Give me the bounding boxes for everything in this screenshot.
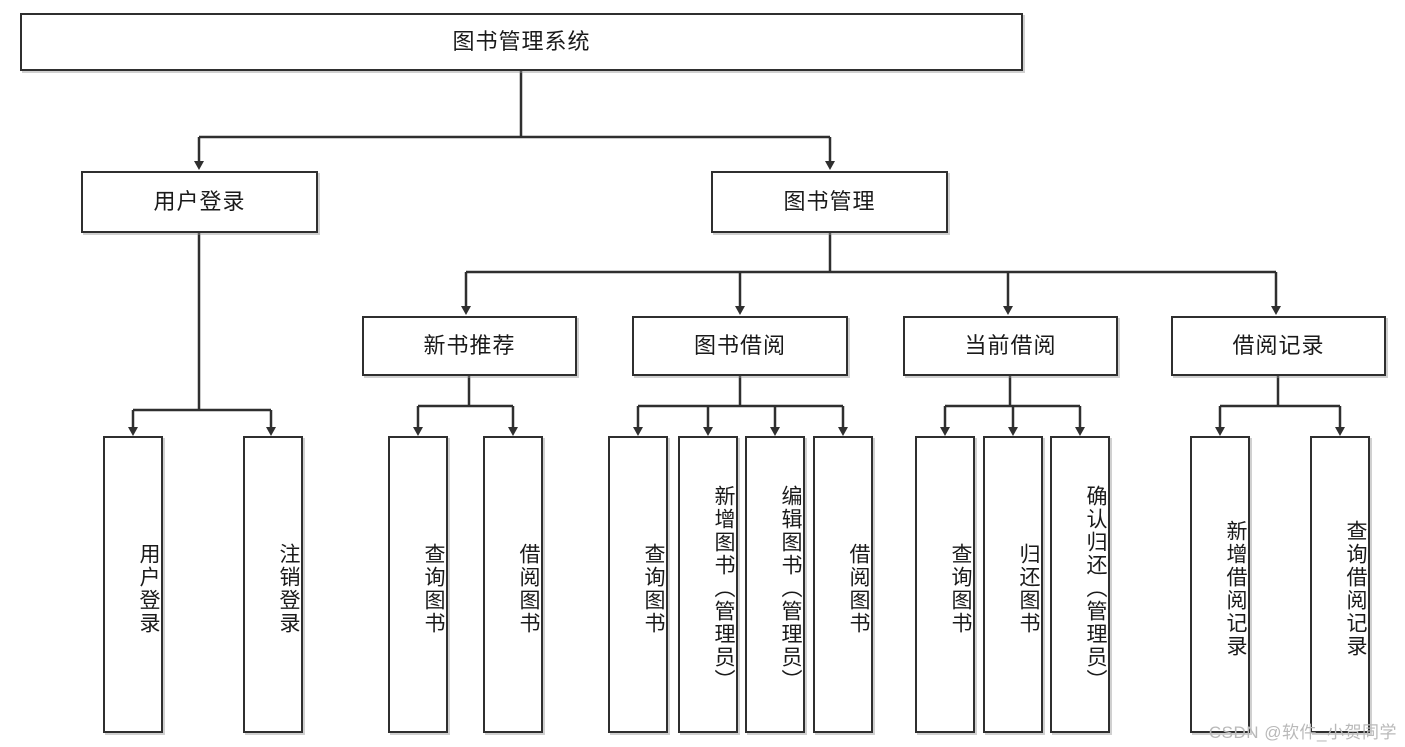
node-borrow-record[interactable]: 借阅记录 (1171, 316, 1386, 376)
node-new-book-recommend[interactable]: 新书推荐 (362, 316, 577, 376)
node-label: 图书管理 (783, 188, 876, 214)
node-label: 借阅图书 (847, 542, 870, 635)
node-label: 查询借阅记录 (1344, 519, 1367, 658)
node-label: 新书推荐 (423, 332, 516, 358)
node-label: 查询图书 (422, 542, 445, 635)
node-root-system[interactable]: 图书管理系统 (20, 13, 1023, 71)
node-current-borrow[interactable]: 当前借阅 (903, 316, 1118, 376)
node-label: 确认归还（管理员） (1084, 485, 1107, 692)
node-label: 新增图书（管理员） (712, 485, 735, 692)
leaf-query-book-3[interactable]: 查询图书 (915, 436, 975, 733)
leaf-return-book[interactable]: 归还图书 (983, 436, 1043, 733)
node-label: 查询图书 (642, 542, 665, 635)
node-label: 借阅记录 (1232, 332, 1325, 358)
leaf-query-borrow-record[interactable]: 查询借阅记录 (1310, 436, 1370, 733)
node-label: 新增借阅记录 (1224, 519, 1247, 658)
leaf-query-book-2[interactable]: 查询图书 (608, 436, 668, 733)
node-label: 用户登录 (153, 188, 246, 214)
node-label: 编辑图书（管理员） (779, 485, 802, 692)
leaf-confirm-return-admin[interactable]: 确认归还（管理员） (1050, 436, 1110, 733)
node-label: 查询图书 (949, 542, 972, 635)
leaf-logout[interactable]: 注销登录 (243, 436, 303, 733)
leaf-borrow-book-1[interactable]: 借阅图书 (483, 436, 543, 733)
node-label: 借阅图书 (517, 542, 540, 635)
watermark-csdn: CSDN @软件_小贺同学 (1208, 723, 1397, 742)
node-label: 当前借阅 (964, 332, 1057, 358)
node-user-login[interactable]: 用户登录 (81, 171, 318, 233)
leaf-add-borrow-record[interactable]: 新增借阅记录 (1190, 436, 1250, 733)
leaf-edit-book-admin[interactable]: 编辑图书（管理员） (745, 436, 805, 733)
node-label: 归还图书 (1017, 542, 1040, 635)
node-label: 注销登录 (277, 542, 300, 635)
leaf-user-login[interactable]: 用户登录 (103, 436, 163, 733)
node-label: 图书借阅 (693, 332, 786, 358)
node-book-management[interactable]: 图书管理 (711, 171, 948, 233)
node-label: 图书管理系统 (452, 28, 591, 54)
node-label: 用户登录 (137, 542, 160, 635)
leaf-borrow-book-2[interactable]: 借阅图书 (813, 436, 873, 733)
leaf-add-book-admin[interactable]: 新增图书（管理员） (678, 436, 738, 733)
node-book-borrow[interactable]: 图书借阅 (632, 316, 848, 376)
leaf-query-book-1[interactable]: 查询图书 (388, 436, 448, 733)
